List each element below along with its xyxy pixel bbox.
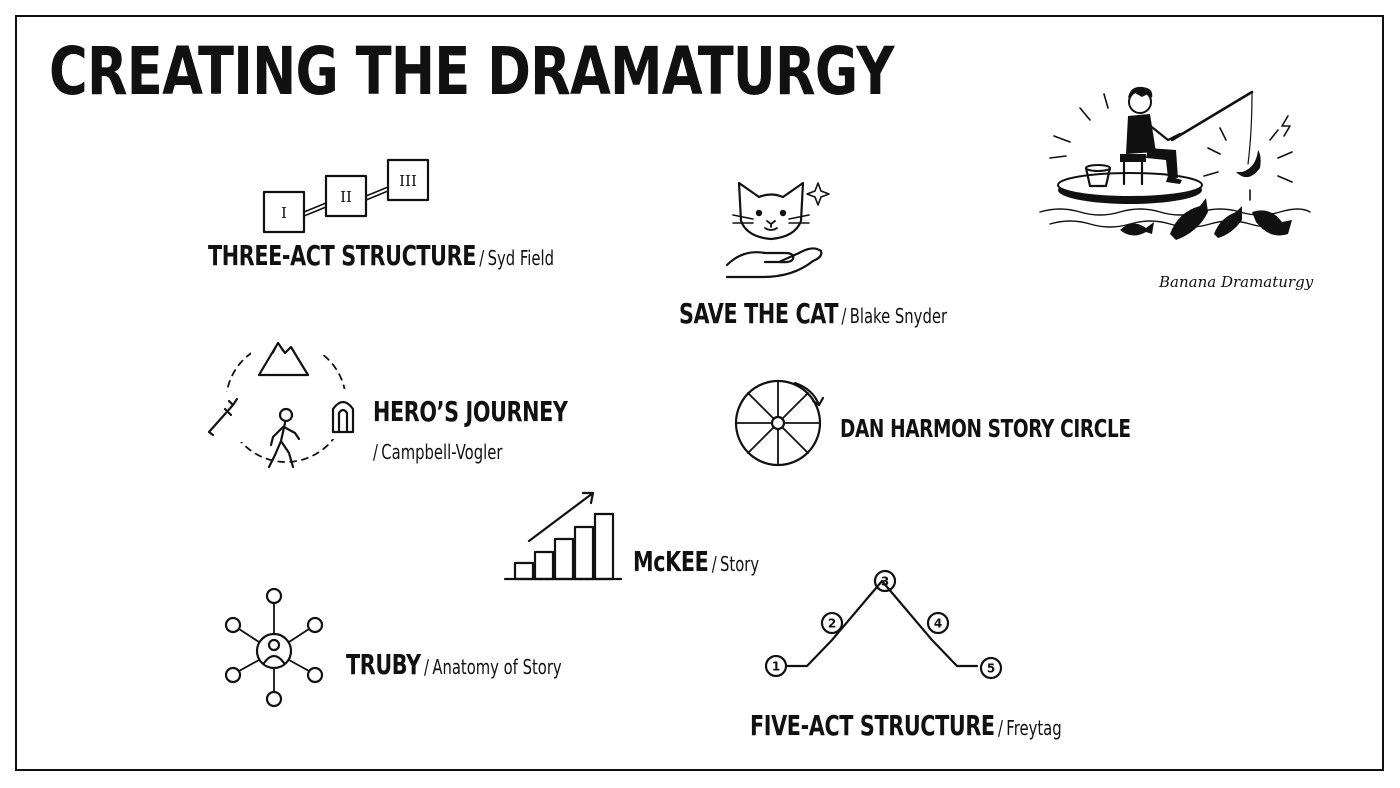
page-title: CREATING THE DRAMATURGY bbox=[49, 33, 894, 110]
method-name: FIVE-ACT STRUCTURE bbox=[750, 709, 995, 742]
heros-journey-author: / Campbell-Vogler bbox=[373, 441, 502, 464]
method-name: McKEE bbox=[633, 545, 709, 578]
method-name: DAN HARMON STORY CIRCLE bbox=[840, 414, 1131, 443]
separator: / bbox=[841, 304, 847, 328]
act-numeral: II bbox=[340, 188, 352, 206]
act-point-number: 5 bbox=[987, 662, 995, 676]
act-numeral: III bbox=[399, 172, 417, 190]
truby-label: TRUBY / Anatomy of Story bbox=[346, 648, 562, 681]
rising-bars-icon bbox=[503, 491, 623, 581]
method-name: HERO’S JOURNEY bbox=[373, 395, 568, 428]
method-author: Freytag bbox=[1006, 716, 1062, 740]
method-name: THREE-ACT STRUCTURE bbox=[208, 239, 477, 272]
method-author: Story bbox=[720, 552, 760, 576]
three-act-boxes-icon: I II III bbox=[262, 158, 430, 234]
act-numeral: I bbox=[281, 204, 287, 222]
method-author: Syd Field bbox=[487, 246, 555, 270]
heros-journey-label: HERO’S JOURNEY bbox=[373, 395, 568, 428]
cat-in-hand-icon bbox=[725, 181, 830, 279]
act-point-number: 4 bbox=[934, 617, 942, 631]
method-author: Campbell-Vogler bbox=[381, 440, 503, 464]
fishing-illustration-icon bbox=[1039, 86, 1311, 240]
method-name: TRUBY bbox=[346, 648, 421, 681]
slide: CREATING THE DRAMATURGY I II III THREE-A… bbox=[15, 15, 1384, 771]
five-act-label: FIVE-ACT STRUCTURE / Freytag bbox=[750, 709, 1062, 742]
separator: / bbox=[373, 440, 378, 464]
network-person-icon bbox=[224, 587, 324, 708]
illustration-caption: Banana Dramaturgy bbox=[1159, 273, 1314, 291]
separator: / bbox=[997, 716, 1003, 740]
separator: / bbox=[479, 246, 485, 270]
three-act-label: THREE-ACT STRUCTURE / Syd Field bbox=[208, 239, 555, 272]
hero-journey-circle-icon bbox=[203, 337, 362, 469]
separator: / bbox=[711, 552, 717, 576]
dan-harmon-label: DAN HARMON STORY CIRCLE bbox=[840, 415, 1131, 443]
act-point-number: 2 bbox=[828, 617, 836, 631]
method-name: SAVE THE CAT bbox=[679, 297, 839, 330]
act-point-number: 1 bbox=[772, 660, 780, 674]
act-point-number: 3 bbox=[881, 575, 889, 589]
save-the-cat-label: SAVE THE CAT / Blake Snyder bbox=[679, 297, 948, 330]
method-author: Blake Snyder bbox=[849, 304, 948, 328]
freytag-pyramid-icon: 1 2 3 4 5 bbox=[764, 569, 1003, 680]
method-author: Anatomy of Story bbox=[432, 655, 562, 679]
story-circle-wheel-icon bbox=[734, 379, 825, 467]
mckee-label: McKEE / Story bbox=[633, 545, 760, 578]
separator: / bbox=[424, 655, 430, 679]
